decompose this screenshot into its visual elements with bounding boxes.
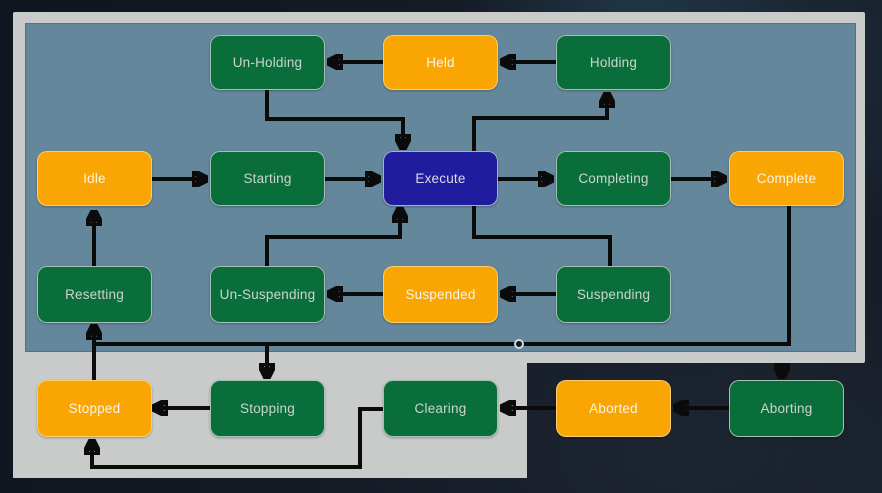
state-idle: Idle (37, 151, 152, 206)
state-suspended: Suspended (383, 266, 498, 323)
state-resetting: Resetting (37, 266, 152, 323)
arrow-clearing-to-stopped (92, 407, 383, 469)
state-aborting: Aborting (729, 380, 844, 437)
state-complete: Complete (729, 151, 844, 206)
state-suspending: Suspending (556, 266, 671, 323)
connector-dot (514, 339, 524, 349)
line-complete-reset-rail (94, 206, 791, 346)
state-held: Held (383, 35, 498, 90)
arrow-execute-to-holding (472, 97, 607, 151)
arrow-unsuspending-to-execute (265, 212, 400, 266)
state-un-suspending: Un-Suspending (210, 266, 325, 323)
state-completing: Completing (556, 151, 671, 206)
state-starting: Starting (210, 151, 325, 206)
state-holding: Holding (556, 35, 671, 90)
state-aborted: Aborted (556, 380, 671, 437)
state-execute: Execute (383, 151, 498, 206)
arrow-unholding-to-execute (265, 90, 403, 145)
state-un-holding: Un-Holding (210, 35, 325, 90)
state-stopped: Stopped (37, 380, 152, 437)
state-clearing: Clearing (383, 380, 498, 437)
state-stopping: Stopping (210, 380, 325, 437)
line-execute-to-suspending (472, 206, 612, 266)
